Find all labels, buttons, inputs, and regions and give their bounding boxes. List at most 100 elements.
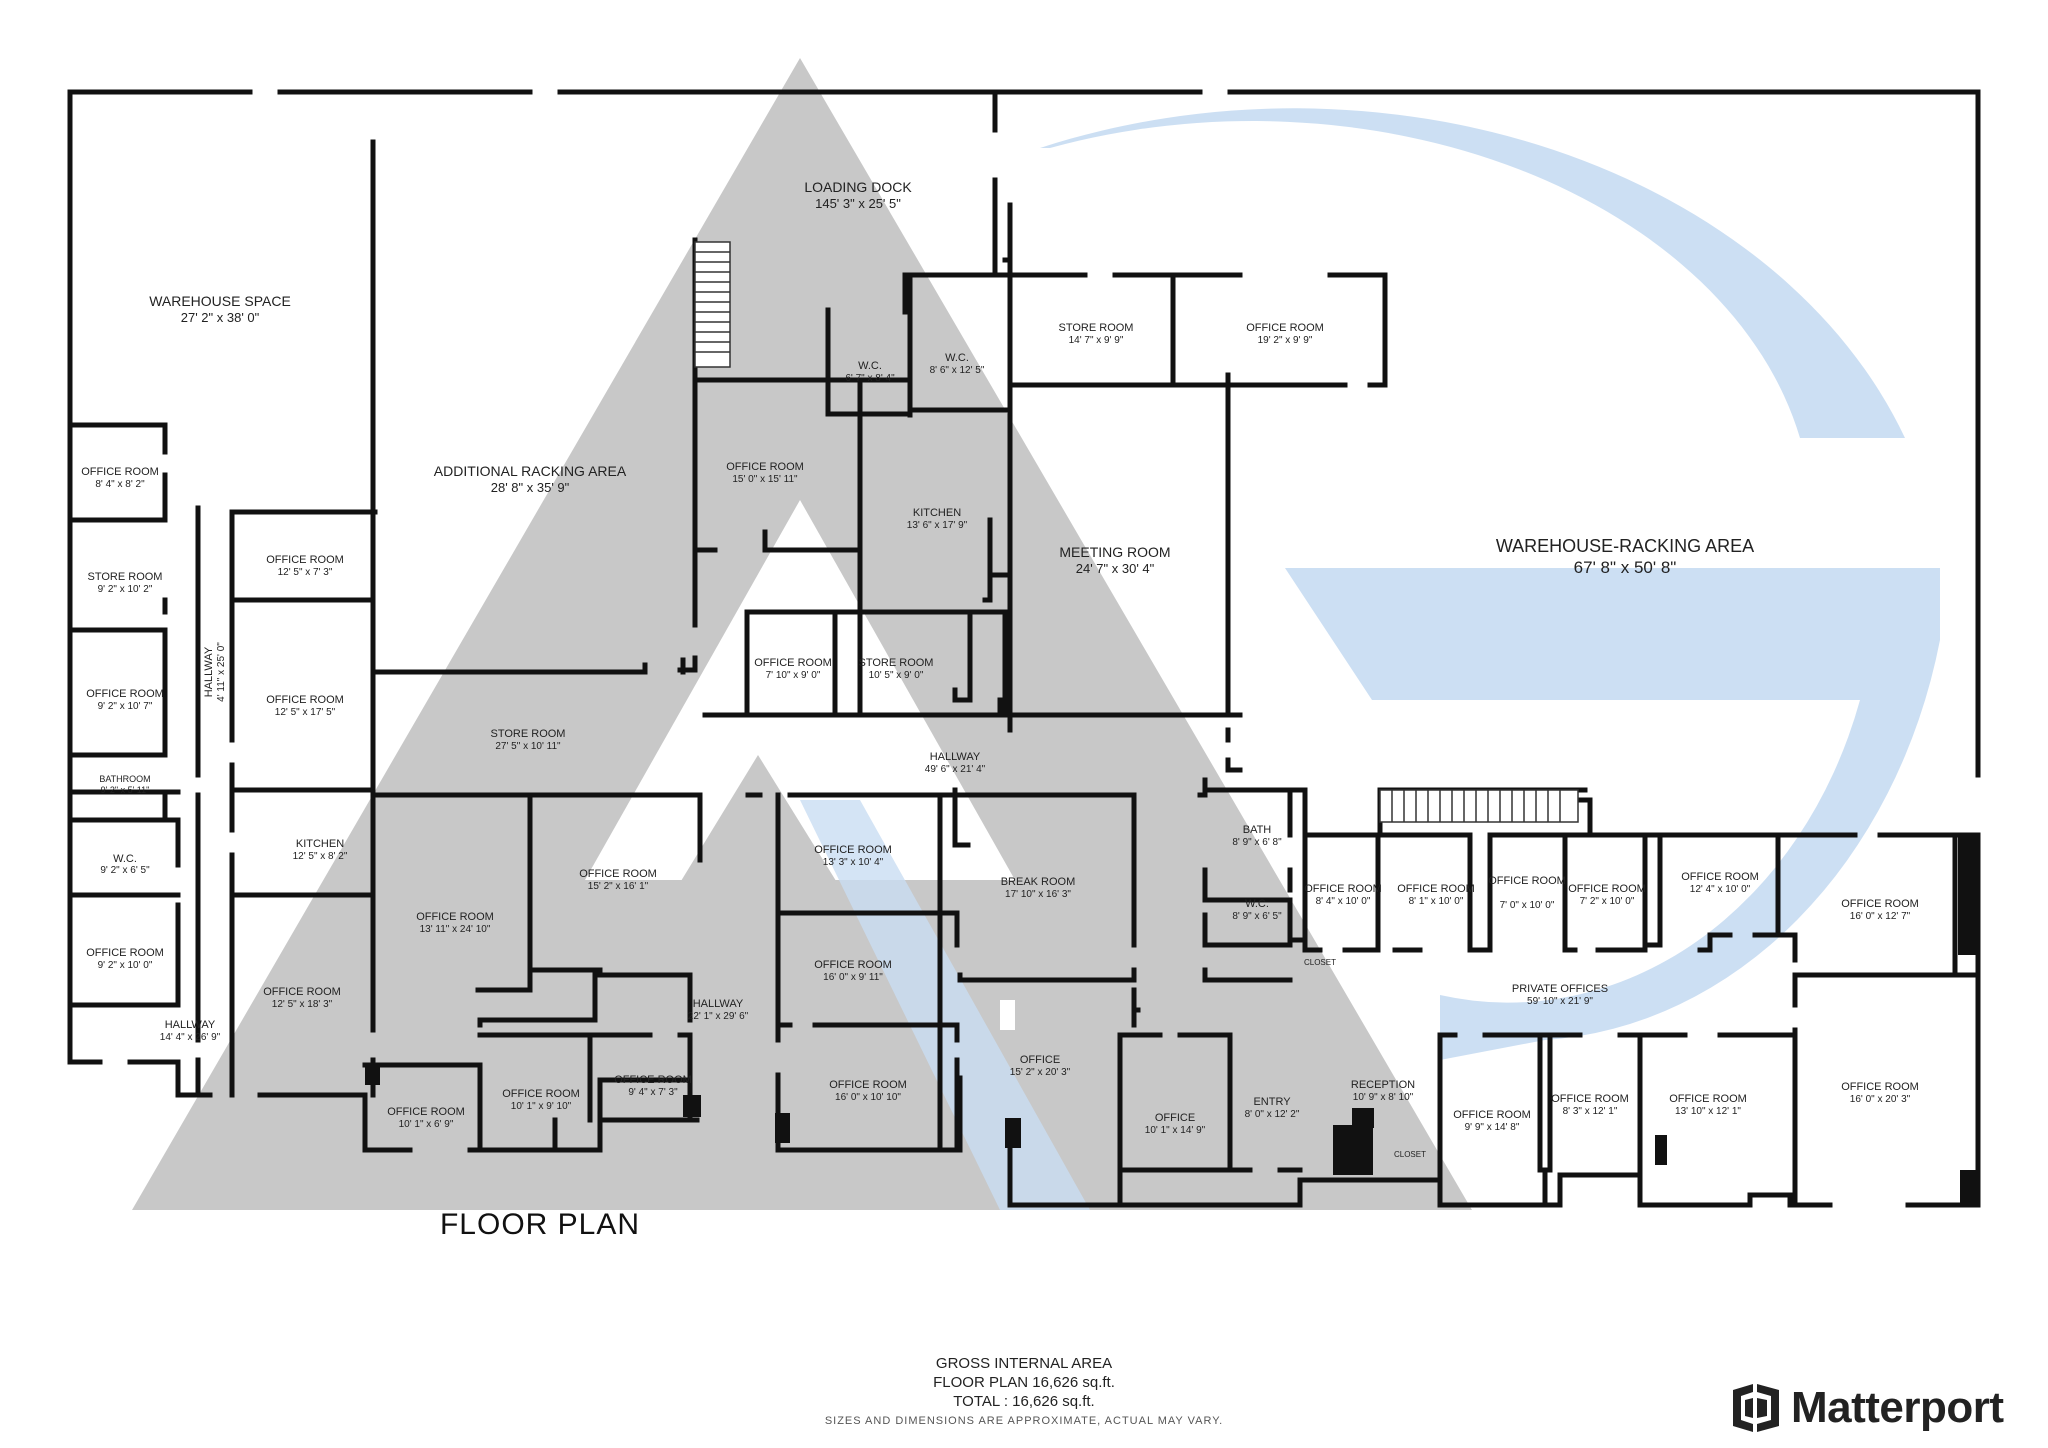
room-dimensions: 27' 2" x 38' 0" (181, 310, 260, 325)
room-name: STORE ROOM (491, 728, 566, 740)
room-dimensions: 7' 10" x 9' 0" (766, 670, 821, 681)
room-name: OFFICE ROOM (1488, 875, 1566, 887)
room-dimensions: 8' 4" x 8' 2" (95, 479, 145, 490)
room-dimensions: 10' 5" x 9' 0" (869, 670, 924, 681)
room-dimensions: 14' 4" x 26' 9" (160, 1032, 221, 1043)
room-dimensions: 7' 2" x 10' 0" (1580, 896, 1635, 907)
room-name: CLOSET (1304, 958, 1336, 967)
room-name: BATH (1243, 824, 1272, 836)
room-name: STORE ROOM (1059, 322, 1134, 334)
room-name: OFFICE ROOM (86, 688, 164, 700)
room-dimensions: 27' 5" x 10' 11" (495, 741, 561, 752)
room-dimensions: 8' 4" x 10' 0" (1316, 896, 1371, 907)
room-dimensions: 145' 3" x 25' 5" (815, 196, 901, 211)
room-name: OFFICE ROOM (266, 694, 344, 706)
room-name: OFFICE ROOM (416, 911, 494, 923)
room-name: OFFICE ROOM (1681, 871, 1759, 883)
room-name: OFFICE ROOM (1568, 883, 1646, 895)
room-name: ADDITIONAL RACKING AREA (434, 463, 627, 479)
room-name: HALLWAY (693, 998, 744, 1010)
room-name: OFFICE ROOM (1551, 1093, 1629, 1105)
room-dimensions: 28' 8" x 35' 9" (491, 480, 570, 495)
room-name: OFFICE ROOM (263, 986, 341, 998)
room-dimensions: 13' 3" x 10' 4" (823, 857, 884, 868)
room-name: OFFICE ROOM (266, 554, 344, 566)
room-dimensions: 10' 1" x 9' 10" (511, 1101, 572, 1112)
plan-title: FLOOR PLAN (439, 1208, 641, 1241)
room-dimensions: 12' 5" x 17' 5" (275, 707, 336, 718)
room-name: BATHROOM (99, 774, 150, 784)
room-dimensions: 14' 7" x 9' 9" (1069, 335, 1124, 346)
room-dimensions: 67' 8" x 50' 8" (1574, 558, 1677, 577)
room-name: OFFICE (1020, 1054, 1060, 1066)
room-name: HALLWAY (930, 751, 981, 763)
room-name: LOADING DOCK (804, 179, 912, 195)
room-name: OFFICE ROOM (1669, 1093, 1747, 1105)
room-dimensions: 12' 5" x 18' 3" (272, 999, 333, 1010)
room-dimensions: 16' 0" x 20' 3" (1850, 1094, 1911, 1105)
stairs (694, 241, 1579, 823)
room-name: OFFICE ROOM (829, 1079, 907, 1091)
wall-columns (365, 835, 1978, 1205)
room-name: OFFICE ROOM (579, 868, 657, 880)
room-name: WAREHOUSE-RACKING AREA (1496, 536, 1754, 556)
room-name: OFFICE ROOM (1841, 898, 1919, 910)
floor-plan-area: FLOOR PLAN 16,626 sq.ft. (933, 1374, 1115, 1391)
room-name: OFFICE ROOM (502, 1088, 580, 1100)
room-name: PRIVATE OFFICES (1512, 983, 1608, 995)
room-name: RECEPTION (1351, 1079, 1415, 1091)
room-dimensions: 8' 3" x 12' 1" (1563, 1106, 1618, 1117)
room-dimensions: 8' 9" x 6' 5" (1232, 911, 1282, 922)
room-name: OFFICE ROOM (754, 657, 832, 669)
room-dimensions: 6' 7" x 8' 4" (845, 373, 895, 384)
room-dimensions: 59' 10" x 21' 9" (1527, 996, 1593, 1007)
room-dimensions: 10' 1" x 14' 9" (1145, 1125, 1206, 1136)
room-dimensions: 16' 0" x 10' 10" (835, 1092, 901, 1103)
room-name: OFFICE ROOM (726, 461, 804, 473)
room-dimensions: 8' 0" x 12' 2" (1245, 1109, 1300, 1120)
room-dimensions: 15' 2" x 16' 1" (588, 881, 649, 892)
room-name: OFFICE (1155, 1112, 1195, 1124)
room-name: OFFICE ROOM (86, 947, 164, 959)
room-dimensions: 8' 1" x 10' 0" (1409, 896, 1464, 907)
room-name: OFFICE ROOM (1841, 1081, 1919, 1093)
room-dimensions: 12' 5" x 7' 3" (278, 567, 333, 578)
room-dimensions: 9' 2" x 5' 11" (101, 785, 150, 795)
room-name: W.C. (945, 352, 969, 364)
room-name: ENTRY (1253, 1096, 1291, 1108)
room-name: WAREHOUSE SPACE (149, 293, 291, 309)
room-dimensions: 10' 1" x 6' 9" (399, 1119, 454, 1130)
dimensions-disclaimer: SIZES AND DIMENSIONS ARE APPROXIMATE, AC… (824, 1415, 1224, 1427)
room-name: OFFICE ROOM (614, 1074, 692, 1086)
room-name: OFFICE ROOM (814, 844, 892, 856)
room-name: MEETING ROOM (1059, 544, 1170, 560)
room-dimensions: 15' 2" x 20' 3" (1010, 1067, 1071, 1078)
room-name: OFFICE ROOM (387, 1106, 465, 1118)
room-name: KITCHEN (913, 507, 961, 519)
room-name: STORE ROOM (859, 657, 934, 669)
room-name: W.C. (1245, 898, 1269, 910)
room-dimensions: 9' 2" x 6' 5" (100, 865, 150, 876)
room-dimensions: 9' 2" x 10' 7" (98, 701, 153, 712)
room-dimensions: 19' 2" x 9' 9" (1258, 335, 1313, 346)
brand-name: Matterport (1791, 1383, 2004, 1432)
room-dimensions: 12' 5" x 8' 2" (293, 851, 348, 862)
room-dimensions: 13' 11" x 24' 10" (420, 924, 491, 935)
room-dimensions: 49' 6" x 21' 4" (925, 764, 986, 775)
room-dimensions: 22' 1" x 29' 6" (688, 1011, 749, 1022)
room-dimensions: 9' 4" x 7' 3" (628, 1087, 678, 1098)
room-dimensions: 24' 7" x 30' 4" (1076, 561, 1155, 576)
room-name: OFFICE ROOM (1397, 883, 1475, 895)
room-name: W.C. (858, 360, 882, 372)
room-name: KITCHEN (296, 838, 344, 850)
room-dimensions: 9' 2" x 10' 2" (98, 584, 153, 595)
room-name: CLOSET (1394, 1150, 1426, 1159)
total-area: TOTAL : 16,626 sq.ft. (953, 1393, 1095, 1410)
room-name: STORE ROOM (88, 571, 163, 583)
room-name: OFFICE ROOM (814, 959, 892, 971)
room-dimensions: 17' 10" x 16' 3" (1005, 889, 1071, 900)
room-dimensions: 15' 0" x 15' 11" (732, 474, 798, 485)
room-name: OFFICE ROOM (81, 466, 159, 478)
room-dimensions: 9' 9" x 14' 8" (1465, 1122, 1520, 1133)
